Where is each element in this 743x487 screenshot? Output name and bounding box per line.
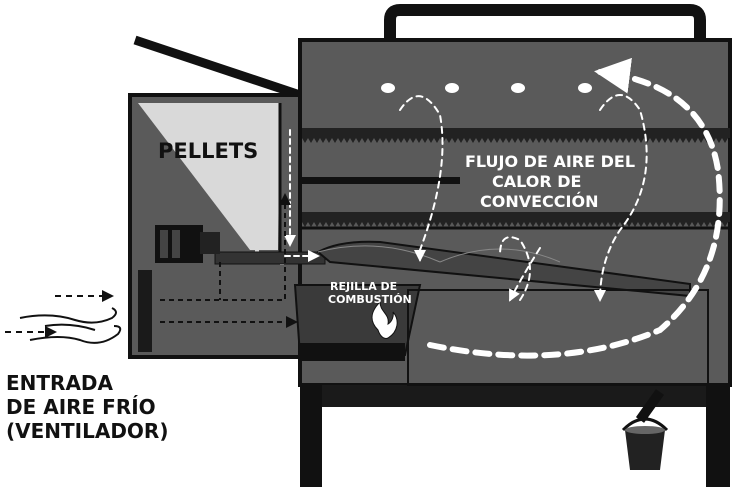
convection-airflow-label: FLUJO DE AIRE DEL CALOR DE CONVECCIÓN xyxy=(465,152,635,211)
blower-airflow-arrows xyxy=(160,193,298,328)
warming-shelf xyxy=(300,177,460,184)
fan-motor-icon xyxy=(155,225,220,263)
upper-rack xyxy=(300,128,730,143)
svg-text:DE AIRE FRÍO: DE AIRE FRÍO xyxy=(6,395,156,419)
flame-icon xyxy=(371,300,398,339)
convection-airflow-arrows xyxy=(284,57,723,359)
lower-rack xyxy=(300,212,730,227)
left-leg xyxy=(300,385,322,487)
grill-base xyxy=(300,385,730,407)
cold-air-wind-icon xyxy=(5,290,122,344)
svg-text:CONVECCIÓN: CONVECCIÓN xyxy=(480,192,598,211)
svg-text:REJILLA DE: REJILLA DE xyxy=(330,280,397,293)
vent-holes xyxy=(381,83,592,93)
right-leg xyxy=(706,385,730,487)
svg-text:ENTRADA: ENTRADA xyxy=(6,371,114,395)
auger-tube xyxy=(214,251,326,265)
svg-text:FLUJO DE AIRE DEL: FLUJO DE AIRE DEL xyxy=(465,152,635,171)
pellet-pile xyxy=(138,103,280,250)
pellets-label: PELLETS xyxy=(158,139,258,163)
svg-text:COMBUSTIÓN: COMBUSTIÓN xyxy=(328,293,412,306)
grease-bucket-icon xyxy=(621,389,669,470)
hopper-lid xyxy=(133,35,302,100)
svg-text:CALOR DE: CALOR DE xyxy=(492,172,581,191)
lid-handle xyxy=(384,4,706,40)
svg-text:(VENTILADOR): (VENTILADOR) xyxy=(6,419,168,443)
cold-air-intake-label: ENTRADA DE AIRE FRÍO (VENTILADOR) xyxy=(6,371,168,443)
hopper-side-panel xyxy=(138,270,152,352)
combustion-grate-label: REJILLA DE COMBUSTIÓN xyxy=(328,280,412,306)
